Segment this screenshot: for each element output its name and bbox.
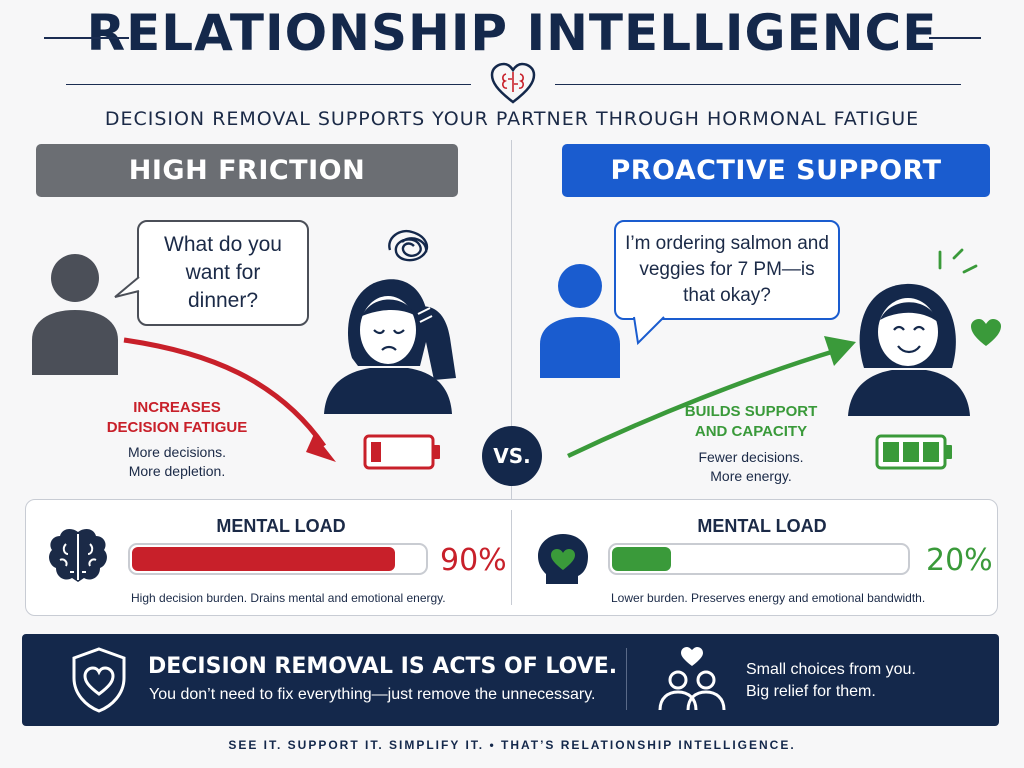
people-heart-icon <box>658 647 726 711</box>
footer-tagline: SEE IT. SUPPORT IT. SIMPLIFY IT. • THAT’… <box>228 738 796 752</box>
banner-right-line2: Big relief for them. <box>746 683 876 700</box>
mental-load-desc-left: High decision burden. Drains mental and … <box>131 591 446 605</box>
shield-heart-icon <box>72 647 126 713</box>
stressed-woman-illustration <box>324 279 456 414</box>
person-gray-icon <box>32 254 118 375</box>
subtitle-rule-right <box>555 84 961 85</box>
thought-scribble-icon <box>388 229 429 262</box>
banner-right-text: Small choices from you. Big relief for t… <box>746 659 916 703</box>
banner-title: DECISION REMOVAL IS ACTS OF LOVE. <box>148 654 618 679</box>
battery-full-icon <box>875 434 952 470</box>
mental-load-divider <box>511 510 512 605</box>
mental-load-percent-right: 20% <box>926 543 993 578</box>
speech-bubble-left: What do you want for dinner? <box>137 220 309 326</box>
mental-load-desc-right: Lower burden. Preserves energy and emoti… <box>611 591 926 605</box>
effect-title-left-line1: INCREASES <box>133 399 221 416</box>
banner-right-line1: Small choices from you. <box>746 661 916 678</box>
mental-load-percent-left: 90% <box>440 543 507 578</box>
effect-title-left-line2: DECISION FATIGUE <box>106 419 248 436</box>
effect-desc-left-line2: More depletion. <box>128 463 226 479</box>
center-divider <box>511 140 512 605</box>
mental-load-bar-right <box>608 543 910 575</box>
green-upward-arrow <box>567 336 856 459</box>
effect-desc-right-line1: Fewer decisions. <box>698 449 804 465</box>
sparkle-lines-icon <box>938 248 978 274</box>
proactive-support-heading: PROACTIVE SUPPORT <box>562 144 990 197</box>
effect-desc-left: More decisions. More depletion. <box>106 443 248 481</box>
title-rule-right <box>929 37 981 39</box>
effect-title-right: BUILDS SUPPORT AND CAPACITY <box>664 402 838 442</box>
mental-load-fill-right <box>612 547 671 571</box>
effect-desc-right-line2: More energy. <box>710 468 792 484</box>
person-blue-icon <box>540 264 620 378</box>
effect-desc-left-line1: More decisions. <box>127 444 227 460</box>
vs-badge: VS. <box>482 426 542 486</box>
effect-title-right-line1: BUILDS SUPPORT <box>684 403 818 420</box>
head-heart-icon <box>538 534 588 584</box>
heart-icon <box>971 319 1001 346</box>
mental-load-bar-left <box>128 543 428 575</box>
bottom-banner <box>22 634 999 726</box>
title-rule-left <box>44 37 129 39</box>
brain-heart-icon <box>490 62 536 104</box>
effect-title-right-line2: AND CAPACITY <box>694 423 808 440</box>
battery-low-icon <box>363 434 440 470</box>
high-friction-heading: HIGH FRICTION <box>36 144 458 197</box>
banner-divider <box>626 648 627 710</box>
mental-load-title-right: MENTAL LOAD <box>697 516 827 536</box>
bubble-tail-left <box>114 276 140 298</box>
page-subtitle: DECISION REMOVAL SUPPORTS YOUR PARTNER T… <box>104 108 920 130</box>
page-title: RELATIONSHIP INTELLIGENCE <box>86 4 938 62</box>
speech-bubble-right: I’m ordering salmon and veggies for 7 PM… <box>614 220 840 320</box>
mental-load-fill-left <box>132 547 395 571</box>
red-downward-arrow <box>123 337 336 462</box>
bubble-tail-right <box>633 316 665 345</box>
smiling-woman-illustration <box>848 283 970 416</box>
banner-subtitle: You don’t need to fix everything—just re… <box>149 686 596 703</box>
subtitle-rule-left <box>66 84 471 85</box>
effect-title-left: INCREASES DECISION FATIGUE <box>106 398 248 438</box>
brain-icon <box>49 528 107 582</box>
mental-load-title-left: MENTAL LOAD <box>216 516 346 536</box>
effect-desc-right: Fewer decisions. More energy. <box>664 448 838 486</box>
